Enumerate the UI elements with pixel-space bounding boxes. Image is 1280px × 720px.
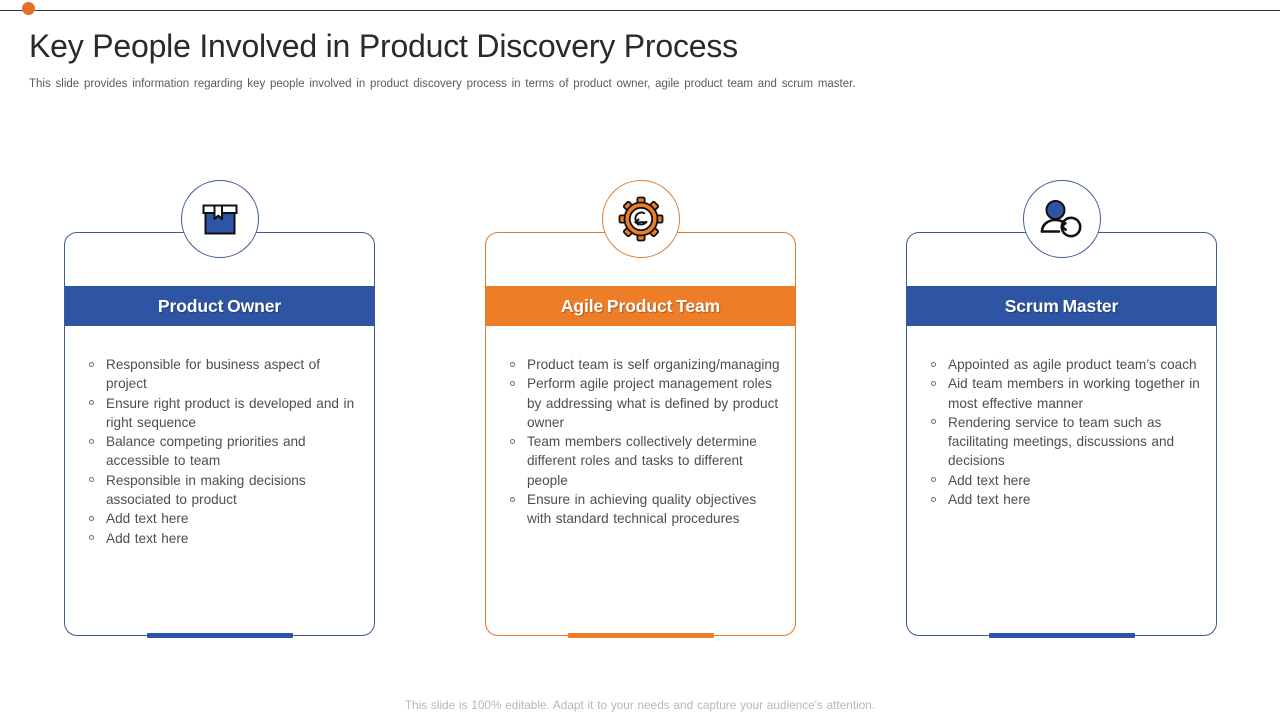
list-item: Ensure in achieving quality objectives w… xyxy=(498,490,783,529)
package-box-icon xyxy=(202,204,238,235)
list-item: Ensure right product is developed and in… xyxy=(77,394,362,433)
list-item: Responsible for business aspect of proje… xyxy=(77,355,362,394)
list-item: Responsible in making decisions associat… xyxy=(77,471,362,510)
card-accent-bar-scrum-master xyxy=(988,633,1135,638)
list-item: Aid team members in working together in … xyxy=(919,374,1204,413)
list-item: Add text here xyxy=(919,490,1204,509)
accent-dot-icon xyxy=(22,2,35,15)
card-header-product-owner: Product Owner xyxy=(65,286,374,326)
top-divider-rule xyxy=(0,10,1280,11)
icon-circle-scrum-master xyxy=(1023,180,1101,258)
card-title-agile-product-team: Agile Product Team xyxy=(560,295,721,316)
bullet-list-product-owner: Responsible for business aspect of proje… xyxy=(77,355,362,548)
page-subtitle: This slide provides information regardin… xyxy=(29,78,856,90)
list-item: Balance competing priorities and accessi… xyxy=(77,432,362,471)
card-title-product-owner: Product Owner xyxy=(157,295,282,316)
list-item: Rendering service to team such as facili… xyxy=(919,413,1204,471)
icon-circle-agile-product-team xyxy=(602,180,680,258)
card-header-scrum-master: Scrum Master xyxy=(907,286,1216,326)
card-title-scrum-master: Scrum Master xyxy=(1004,295,1119,316)
gear-cycle-icon xyxy=(618,196,664,242)
list-item: Add text here xyxy=(919,471,1204,490)
card-header-agile-product-team: Agile Product Team xyxy=(486,286,795,326)
icon-circle-product-owner xyxy=(181,180,259,258)
list-item: Perform agile project management roles b… xyxy=(498,374,783,432)
list-item: Appointed as agile product team’s coach xyxy=(919,355,1204,374)
bullet-list-scrum-master: Appointed as agile product team’s coach … xyxy=(919,355,1204,509)
card-product-owner[interactable]: Product Owner Responsible for business a… xyxy=(64,232,375,638)
list-item: Team members collectively determine diff… xyxy=(498,432,783,490)
list-item: Product team is self organizing/managing xyxy=(498,355,783,374)
bullet-list-agile-product-team: Product team is self organizing/managing… xyxy=(498,355,783,529)
card-agile-product-team[interactable]: Agile Product Team Product team is self … xyxy=(485,232,796,638)
card-scrum-master[interactable]: Scrum Master Appointed as agile product … xyxy=(906,232,1217,638)
list-item: Add text here xyxy=(77,529,362,548)
card-accent-bar-agile-product-team xyxy=(567,633,714,638)
page-title: Key People Involved in Product Discovery… xyxy=(29,28,738,64)
list-item: Add text here xyxy=(77,509,362,528)
slide-footer-note: This slide is 100% editable. Adapt it to… xyxy=(404,698,876,712)
card-accent-bar-product-owner xyxy=(146,633,293,638)
person-coach-icon xyxy=(1040,200,1082,238)
